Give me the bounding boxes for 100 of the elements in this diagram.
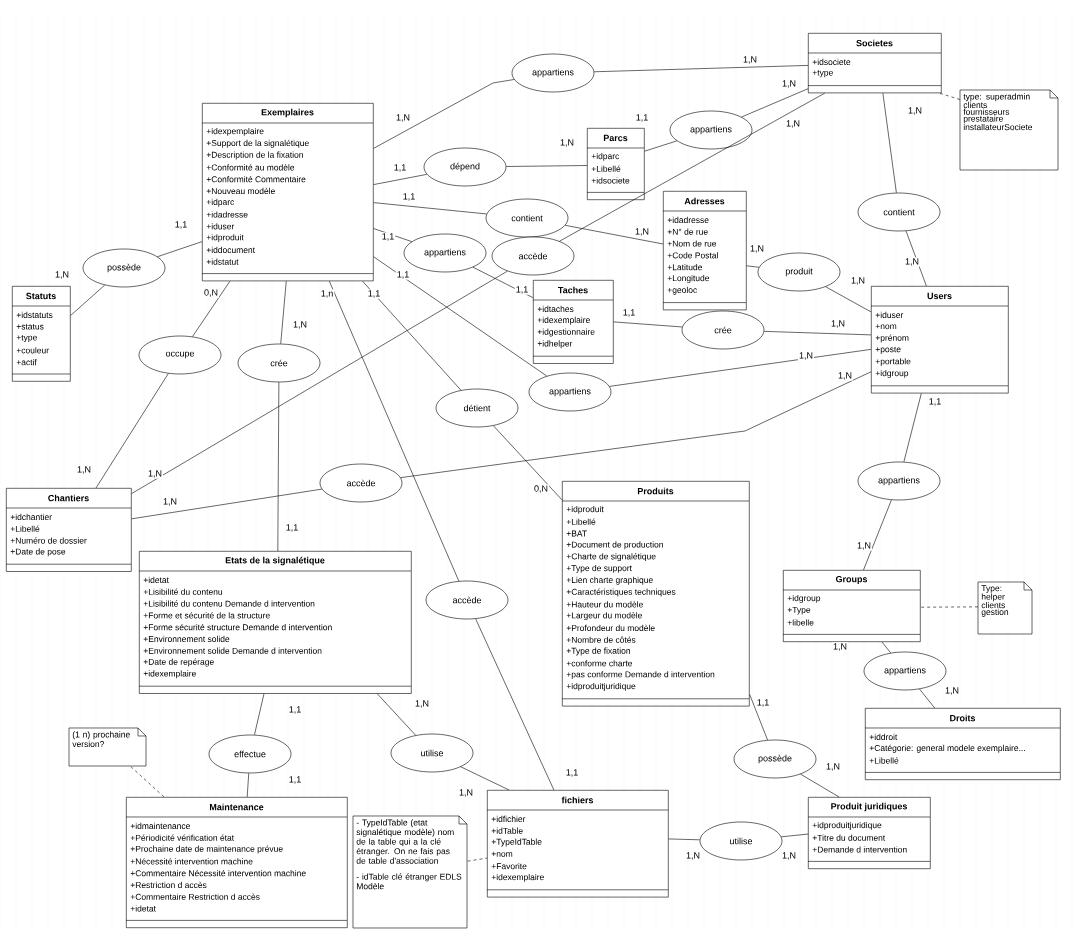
connector-line [373,79,515,149]
cardinality-label: 1,N [832,642,848,652]
cardinality-label: 1,N [634,227,650,237]
cardinality-label: 1,N [414,699,430,709]
attribute-text: +iduser [206,223,235,230]
cardinality-label: 1,1 [392,163,408,173]
leader-line [130,766,165,798]
attribute-text: +idetat [130,905,156,912]
attribute-text: +idadresse [206,211,248,218]
connector-line [373,228,412,242]
cardinality-label: 1,N [162,497,178,507]
attribute-text: +poste [875,346,901,354]
attribute-text: +TypeIdTable [491,838,542,847]
attribute-text: +Environnement solide [143,635,230,642]
connector-line [863,499,892,571]
connector-line [377,693,416,736]
cardinality-label: 1,1 [287,705,303,715]
note-box [68,727,147,767]
attribute-text: +idparc [591,152,620,161]
connector-line [781,833,809,838]
cardinality-label: 1,N [785,119,801,129]
leader-line [939,92,961,100]
connector-line [192,280,231,337]
attribute-text: +Numéro de dossier [10,537,87,544]
attribute-text: +Lisibilité du contenu Demande d intervention [143,600,315,607]
connector-line [254,693,265,736]
cardinality-label: 1,N [749,244,765,254]
attribute-text: +Document de production [566,541,663,550]
attribute-text: +Description de la fixation [206,151,303,160]
attribute-text: +conforme charte [566,660,633,667]
attribute-text: +idfichier [491,815,526,822]
cardinality-label: 1,1 [173,220,189,230]
attribute-text: +Forme et sécurité de la structure [143,612,270,619]
entity-title: Taches [558,286,588,294]
attribute-text: +Longitude [667,274,710,283]
attribute-text: +Nécessité intervention machine [130,858,253,865]
attribute-text: +status [16,323,44,330]
connector-line [95,373,169,489]
connector-line [506,165,588,167]
cardinality-label: 1,N [76,465,92,475]
attribute-text: +geoloc [667,286,697,295]
cardinality-label: 1,1 [621,308,637,318]
attribute-text: +Type [787,606,811,615]
cardinality-label: 1,n [319,289,335,299]
attribute-text: +Type de support [566,564,632,573]
connector-line [559,92,825,242]
attribute-text: +idproduitjuridique [812,821,882,830]
cardinality-label: 1,1 [366,289,382,299]
note-text: type: superadmin [963,93,1030,102]
cardinality-label: 1,N [781,851,797,861]
connector-line [131,270,508,494]
attribute-text: +Date de repérage [143,658,214,667]
note-text: installateurSociete [963,123,1033,131]
connector-line [749,694,768,741]
attribute-text: +pas conforme Demande d intervention [566,671,715,680]
connector-line [460,766,510,791]
attribute-text: +Nouveau modèle [206,187,275,195]
cardinality-label: 1,1 [927,397,943,407]
cardinality-label: 1,1 [634,113,650,123]
entity-title: Produits [637,487,674,495]
attribute-text: +nom [491,851,513,857]
note-text: fournisseurs [963,108,1010,115]
cardinality-label: 1,1 [380,232,396,242]
connector-line [903,393,922,463]
connector-line [905,230,927,287]
attribute-text: +idgroup [787,594,821,603]
note-text: Type: [981,585,1002,593]
cardinality-label: 1,N [292,320,308,330]
entity-title: Groups [835,575,868,585]
connector-line [644,140,678,152]
note-text: - idTable clé étranger EDLS Modèle [356,873,462,890]
attribute-text: +Catégorie: general modele exemplaire... [869,744,1025,753]
attribute-text: +idstatut [206,258,239,265]
leader-line [467,857,488,862]
connector-line [373,202,487,215]
attribute-text: +N° de rue [667,228,708,235]
attribute-text: +type [812,70,833,78]
attribute-text: +Libellé [566,518,596,525]
attribute-text: +Support de la signalétique [206,139,309,148]
cardinality-label: 1,N [458,788,474,798]
note-text: helper [981,593,1005,602]
attribute-text: +idgestionnaire [537,328,595,337]
entity-title: Adresses [684,197,725,205]
connector-line [741,88,809,118]
attribute-text: +Favorite [491,863,527,870]
cardinality-label: 0,N [533,484,549,494]
cardinality-label: 1,N [825,762,841,772]
connector-line [763,331,872,336]
attribute-text: +idstatuts [16,311,53,318]
entity-title: Exemplaires [261,108,314,118]
cardinality-label: 1,N [54,270,70,280]
connector-line [493,425,563,501]
note-box [352,815,468,929]
cardinality-label: 1,N [685,851,701,861]
cardinality-label: 1,N [781,79,797,89]
connector-line [609,349,872,387]
attribute-text: +Conformité au modèle [206,164,295,171]
entity-title: Produit juridiques [831,802,907,812]
cardinality-label: 1,N [395,113,411,123]
attribute-text: +prénom [875,334,909,343]
